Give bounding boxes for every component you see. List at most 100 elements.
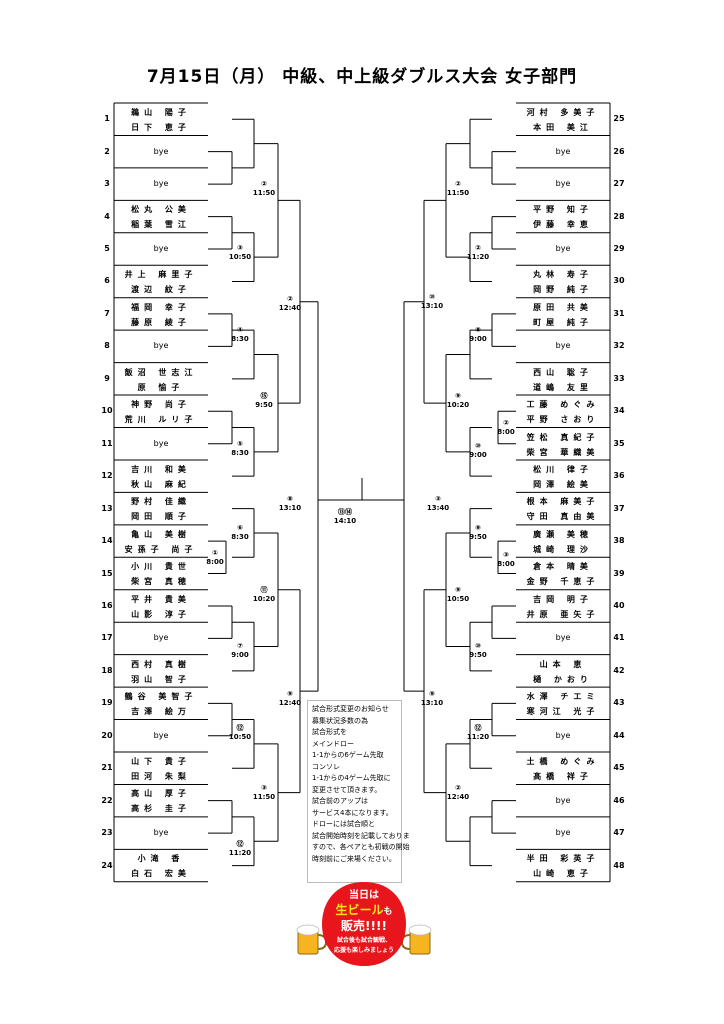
player-name: 伊藤 幸恵 — [533, 220, 593, 230]
match-order-mark: ⑧ — [475, 326, 481, 334]
bye-slot: bye — [555, 179, 571, 189]
entry-number: 18 — [101, 665, 113, 675]
player-name: 小滝 香 — [137, 854, 185, 864]
entry-number: 3 — [104, 179, 110, 189]
player-name: 柴宮 真穂 — [131, 577, 191, 587]
notice-line: 試合形式変更のお知らせ — [312, 705, 389, 713]
player-name: 田河 朱梨 — [131, 772, 191, 781]
match-order-mark: ⑩ — [429, 293, 435, 301]
promo-badge — [322, 882, 406, 966]
player-name: 平野 さおり — [526, 415, 600, 425]
player-name: 根本 麻美子 — [526, 497, 600, 507]
player-name: 高杉 圭子 — [131, 804, 191, 814]
player-name: 河村 多美子 — [526, 108, 600, 117]
entry-number: 16 — [101, 600, 113, 610]
match-start-time: 8:30 — [231, 449, 249, 457]
match-order-mark: ③ — [435, 495, 441, 503]
match-order-mark: ⑦ — [237, 642, 243, 650]
player-name: 鵜山 陽子 — [131, 108, 191, 117]
match-start-time: 8:30 — [231, 533, 249, 541]
match-order-mark: ⑫ — [474, 724, 482, 732]
match-start-time: 8:00 — [497, 428, 515, 436]
entry-number: 32 — [613, 341, 625, 351]
promo-line-4: 試合後も試合観戦、 — [337, 936, 391, 944]
match-order-mark: ⑫ — [236, 840, 244, 848]
entry-number: 39 — [613, 568, 625, 578]
player-name: 亀山 美樹 — [131, 529, 191, 539]
notice-line: すので、各ペアとも初戦の開始 — [312, 843, 410, 851]
player-name: 笠松 真紀子 — [526, 432, 600, 442]
match-order-mark: ③ — [261, 784, 267, 792]
notice-line: コンソレ — [312, 762, 340, 771]
match-start-time: 11:20 — [228, 849, 252, 857]
bye-slot: bye — [153, 179, 169, 189]
player-name: 廣瀬 美穂 — [533, 529, 593, 539]
bye-slot: bye — [555, 633, 571, 643]
entry-number: 8 — [104, 341, 110, 351]
match-start-time: 9:50 — [469, 651, 487, 659]
match-order-mark: ⑧ — [287, 495, 293, 503]
player-name: 吉岡 明子 — [533, 594, 593, 604]
bye-slot: bye — [555, 244, 571, 254]
entry-number: 27 — [613, 179, 625, 189]
player-name: 吉澤 絵万 — [131, 707, 191, 717]
entry-number: 29 — [613, 244, 625, 254]
match-start-time: 10:50 — [228, 253, 252, 261]
entry-number: 33 — [613, 373, 625, 383]
bye-slot: bye — [153, 730, 169, 740]
player-name: 平野 知子 — [533, 205, 593, 215]
match-start-time: 10:50 — [446, 595, 470, 603]
match-start-time: 10:20 — [446, 401, 470, 409]
match-start-time: 12:40 — [446, 793, 470, 801]
player-name: 工藤 めぐみ — [526, 400, 600, 410]
entry-number: 34 — [613, 406, 625, 416]
notice-line: 試合開始時刻を記載しておりま — [312, 831, 410, 840]
entry-number: 43 — [613, 698, 625, 708]
player-name: 水澤 チエミ — [526, 692, 600, 702]
player-name: 城崎 理沙 — [533, 544, 593, 554]
match-start-time: 10:20 — [252, 595, 276, 603]
player-name: 寒河江 光子 — [526, 707, 600, 717]
player-name: 岡野 純子 — [533, 285, 593, 295]
entry-number: 46 — [613, 795, 625, 805]
match-start-time: 10:50 — [228, 733, 252, 741]
player-name: 野村 佳織 — [131, 497, 191, 507]
player-name: 山下 貴子 — [131, 757, 191, 766]
promo-line-3: 販売!!!! — [341, 918, 387, 933]
promo-line-2-main: 生ビール — [335, 902, 383, 917]
match-order-mark: ② — [261, 180, 267, 188]
entry-number: 9 — [104, 373, 110, 383]
player-name: 福岡 幸子 — [131, 302, 191, 312]
notice-line: 時刻前にご来場ください。 — [312, 854, 396, 863]
player-name: 山影 淳子 — [131, 609, 191, 619]
entry-number: 10 — [101, 406, 113, 416]
bye-slot: bye — [555, 146, 571, 156]
match-order-mark: ④ — [237, 326, 243, 334]
match-order-mark: ⑨ — [455, 392, 461, 400]
player-name: 稲葉 雪江 — [131, 220, 191, 230]
player-name: 秋山 麻紀 — [131, 479, 191, 489]
match-order-mark: ⑤ — [237, 440, 243, 448]
match-start-time: 13:10 — [420, 302, 444, 310]
entry-number: 13 — [101, 503, 113, 513]
player-name: 神野 尚子 — [131, 400, 191, 410]
player-name: 安孫子 尚子 — [124, 544, 198, 554]
entry-number: 42 — [613, 665, 625, 675]
match-order-mark: ⑨ — [455, 586, 461, 594]
player-name: 守田 真由美 — [526, 512, 600, 522]
bye-slot: bye — [153, 438, 169, 448]
bye-slot: bye — [153, 244, 169, 254]
bye-slot: bye — [153, 828, 169, 838]
